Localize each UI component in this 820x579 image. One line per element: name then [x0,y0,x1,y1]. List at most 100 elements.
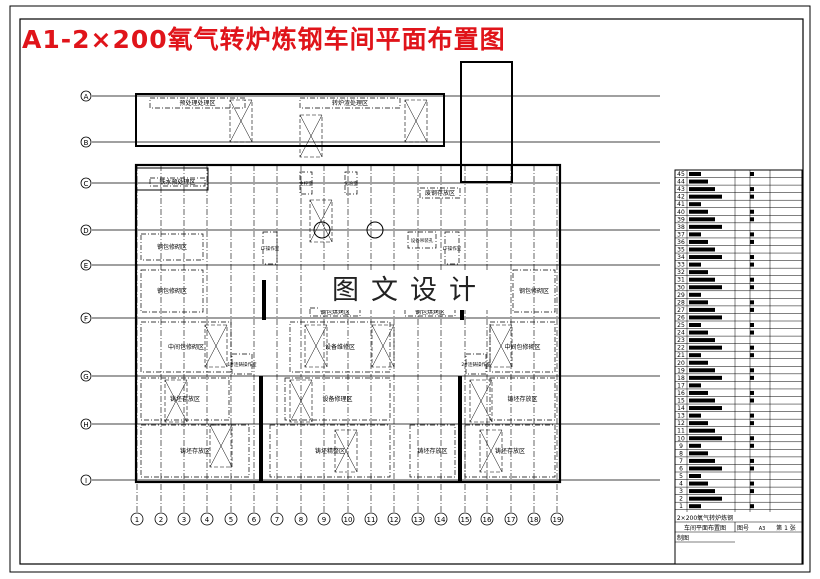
zone-lf-room-2 [444,231,460,265]
cross-line [479,429,503,473]
part-number: 2 [679,496,683,503]
part-name-redacted [689,202,701,207]
tower-bay [460,61,513,183]
zone-lab [344,171,358,195]
row-axis-label: I [85,477,87,485]
part-qty-mark [750,330,754,335]
cross-line [469,379,493,423]
outer-border [9,5,811,573]
part-qty-mark [750,307,754,312]
row-axis-label: F [84,315,88,323]
column-axis-bubble [130,512,144,526]
column-axis-label: 8 [299,516,303,524]
row-axis-bubble [80,90,92,102]
part-qty-mark [750,209,754,214]
column-axis-label: 7 [275,516,279,524]
zone-label: LF操作室 [443,245,462,252]
part-name-redacted [689,398,715,403]
column-axis-label: 17 [507,516,516,524]
zone-pretreat [149,97,246,109]
part-qty-mark [750,187,754,192]
zone-label: 钢包修砌区 [157,243,187,251]
zone-label: 中间包修砌区 [504,343,540,351]
equipment-cross-box [204,324,228,368]
part-number: 16 [677,390,685,397]
part-name-redacted [689,353,701,358]
part-number: 11 [677,428,685,435]
zones: 预处理处理区转炉渣处理区铁水预处理区钢包修砌区钢包修砌区钢包修砌区中间包修砌区中… [140,97,556,482]
column-axis-bubble [364,512,378,526]
zone-ladle-repair-2 [140,269,204,313]
watermark: 图文设计 [320,272,500,310]
part-name-redacted [689,413,701,418]
zone-scrap [419,187,461,199]
part-number: 40 [677,209,685,216]
part-name-redacted [689,172,701,176]
cross-line [304,324,328,368]
part-qty-mark [750,458,754,463]
row-axis-label: E [84,262,88,270]
part-number: 4 [679,481,683,488]
part-number: 32 [677,269,685,276]
row-axis-label: H [83,421,88,429]
column-axis-bubble [387,512,401,526]
zone-label: 钢包烘烤区 [415,308,445,316]
row-axis-bubble [80,418,92,430]
row-axis-label: A [84,93,89,101]
zone-billet-4 [409,424,456,478]
part-number: 29 [677,292,685,299]
part-number: 39 [677,216,685,223]
part-name-redacted [689,209,708,214]
part-name-redacted [689,390,708,395]
part-number: 28 [677,299,685,306]
part-number: 19 [677,367,685,374]
part-qty-mark [750,300,754,305]
equipment-cross-box [371,324,395,368]
part-name-redacted [689,466,722,471]
column-axis-label: 16 [483,516,492,524]
part-name-redacted [689,458,715,463]
part-qty-mark [750,413,754,418]
part-qty-mark [750,390,754,395]
part-number: 3 [679,488,683,495]
part-name-redacted [689,277,715,282]
part-qty-mark [750,353,754,358]
column-axis-label: 1 [135,516,139,524]
part-qty-mark [750,345,754,350]
zone-ladle-repair-3 [512,269,556,313]
zone-label: LF操作室 [261,245,280,252]
row-axis-bubble [80,312,92,324]
part-number: 14 [677,405,685,412]
column-axis-label: 14 [437,516,446,524]
zone-equip-repair [289,321,391,373]
column-axis-bubble [154,512,168,526]
part-name-redacted [689,504,701,509]
column-axis-bubble [294,512,308,526]
part-name-redacted [689,496,722,501]
column-axis-bubble [317,512,331,526]
part-number: 22 [677,345,685,352]
cross-box-frame [489,324,513,368]
cross-box-frame [209,424,233,468]
zone-label: 钢包修砌区 [157,287,187,295]
part-qty-mark [750,368,754,373]
equipment-cross-box [164,379,188,423]
part-number: 8 [679,450,683,457]
pretreatment-bay [135,93,445,147]
zone-label: 铸坯存放区 [507,395,537,403]
part-number: 18 [677,375,685,382]
cross-box-frame [334,429,358,473]
part-qty-mark [750,489,754,494]
part-number: 9 [679,443,683,450]
part-name-redacted [689,443,701,448]
cross-box-frame [289,379,313,423]
zone-equip-hole [407,231,437,249]
row-axis-bubble [80,259,92,271]
part-number: 15 [677,398,685,405]
zone-label: 设备吊装孔 [411,237,434,244]
part-number: 44 [677,179,685,186]
column-axis-bubble [480,512,494,526]
part-name-redacted [689,315,722,320]
part-number: 25 [677,322,685,329]
zone-label: 铸坯存放区 [170,395,200,403]
